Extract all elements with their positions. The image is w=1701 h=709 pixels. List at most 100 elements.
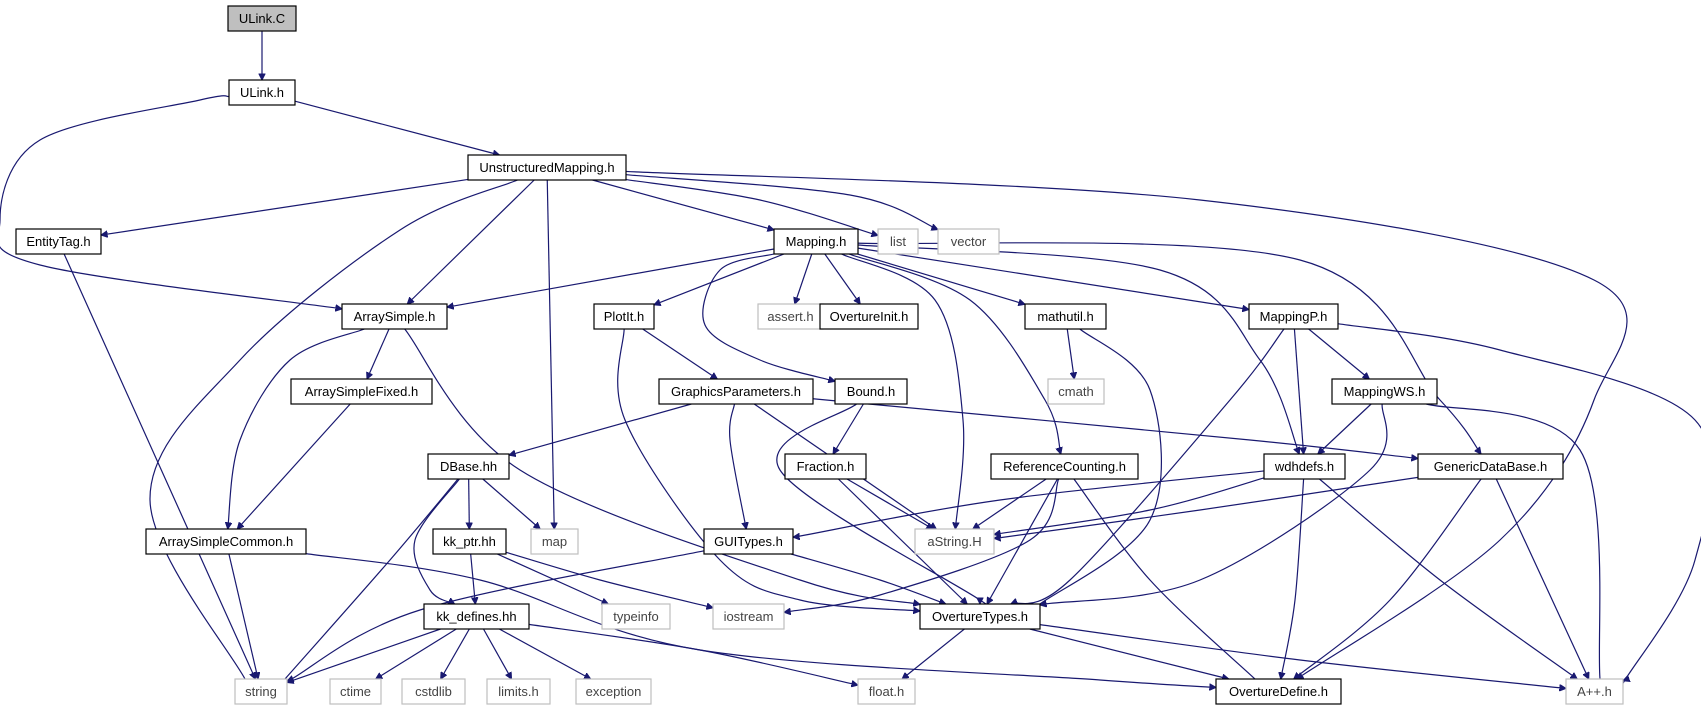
node-mathutil-h[interactable]: mathutil.h (1024, 303, 1107, 330)
edge-unstructuredmapping_h-to-vector (625, 174, 938, 230)
edge-bound_h-to-overturetypes_h (776, 403, 996, 612)
node-wdhdefs-h[interactable]: wdhdefs.h (1263, 453, 1346, 480)
edge-dbase_hh-to-map (482, 478, 540, 529)
node-map[interactable]: map (530, 528, 579, 555)
node-cmath[interactable]: cmath (1047, 378, 1105, 405)
node-box (1565, 678, 1624, 705)
node-label: MappingWS.h (1344, 384, 1426, 399)
node-label: PlotIt.h (604, 309, 644, 324)
node-box (530, 528, 579, 555)
node-label: assert.h (767, 309, 813, 324)
edge-genericdatabase_h-to-astring_h (981, 476, 1419, 540)
node-entitytag-h[interactable]: EntityTag.h (15, 228, 102, 255)
node-box (914, 528, 995, 555)
edge-genericdatabase_h-to-overturedefine_h (1294, 478, 1482, 679)
edge-mapping_h-to-mappingp_h (857, 247, 1249, 309)
node-label: ArraySimpleFixed.h (305, 384, 418, 399)
node-label: string (245, 684, 277, 699)
node-label: DBase.hh (440, 459, 497, 474)
node-label: UnstructuredMapping.h (479, 160, 614, 175)
edge-mapping_h-to-bound_h (702, 253, 835, 381)
edge-overturetypes_h-to-float_h (902, 628, 965, 679)
edge-dbase_hh-to-string (276, 478, 459, 689)
edge-wdhdefs_h-to-overturedefine_h (1281, 478, 1305, 679)
node-overtureinit-h[interactable]: OvertureInit.h (819, 303, 919, 330)
edge-plotit_h-to-graphicsparameters_h (642, 328, 718, 379)
edge-unstructuredmapping_h-to-list (625, 178, 878, 236)
node-plotit-h[interactable]: PlotIt.h (593, 303, 655, 330)
edge-mappingws_h-to-overturetypes_h (1031, 403, 1388, 606)
node-cstdlib[interactable]: cstdlib (401, 678, 466, 705)
node-box (877, 228, 919, 255)
edge-mappingws_h-to-aplusplus_h (1426, 403, 1601, 697)
node-arraysimplecommon-h[interactable]: ArraySimpleCommon.h (145, 528, 307, 555)
node-string[interactable]: string (234, 678, 288, 705)
edge-mapping_h-to-plotit_h (654, 253, 785, 305)
node-aplusplus-h[interactable]: A++.h (1565, 678, 1624, 705)
node-box (145, 528, 307, 555)
node-box (427, 453, 510, 480)
node-ulink-h[interactable]: ULink.h (228, 79, 296, 106)
node-mapping-h[interactable]: Mapping.h (773, 228, 859, 255)
node-box (401, 678, 466, 705)
node-bound-h[interactable]: Bound.h (834, 378, 908, 405)
file-nodes: ULink.C ULink.hUnstructuredMapping.hEntit… (15, 5, 1624, 705)
node-box (919, 603, 1041, 630)
edge-unstructuredmapping_h-to-entitytag_h (101, 178, 469, 235)
node-ctime[interactable]: ctime (329, 678, 382, 705)
edge-referencecounting_h-to-overturedefine_h (1073, 478, 1264, 687)
edge-mapping_h-to-overtureinit_h (824, 253, 860, 304)
node-referencecounting-h[interactable]: ReferenceCounting.h (990, 453, 1139, 480)
edge-mappingws_h-to-wdhdefs_h (1318, 403, 1372, 454)
node-label: ULink.h (240, 85, 284, 100)
node-label: MappingP.h (1260, 309, 1328, 324)
node-label: mathutil.h (1037, 309, 1093, 324)
node-ulink-c[interactable]: ULink.C (227, 5, 297, 32)
edge-kk_defines_hh-to-cstdlib (441, 628, 470, 679)
node-assert-h[interactable]: assert.h (757, 303, 824, 330)
edge-kk_defines_hh-to-string (287, 628, 441, 682)
node-label: list (890, 234, 906, 249)
node-overturedefine-h[interactable]: OvertureDefine.h (1215, 678, 1342, 705)
edge-dbase_hh-to-kk_defines_hh (413, 478, 460, 604)
node-float-h[interactable]: float.h (857, 678, 916, 705)
edge-kk_defines_hh-to-exception (499, 628, 590, 679)
node-unstructuredmapping-h[interactable]: UnstructuredMapping.h (467, 154, 627, 181)
node-vector[interactable]: vector (937, 228, 1000, 255)
edge-fraction_h-to-astring_h (846, 478, 933, 529)
node-box (467, 154, 627, 181)
node-box (1024, 303, 1107, 330)
node-mappingws-h[interactable]: MappingWS.h (1331, 378, 1438, 405)
node-box (773, 228, 859, 255)
node-arraysimple-h[interactable]: ArraySimple.h (341, 303, 448, 330)
node-fraction-h[interactable]: Fraction.h (784, 453, 867, 480)
node-typeinfo[interactable]: typeinfo (601, 603, 671, 630)
node-kk-ptr-hh[interactable]: kk_ptr.hh (432, 528, 507, 555)
node-genericdatabase-h[interactable]: GenericDataBase.h (1417, 453, 1564, 480)
node-label: aString.H (927, 534, 981, 549)
node-kk-defines-hh[interactable]: kk_defines.hh (423, 603, 530, 630)
node-list[interactable]: list (877, 228, 919, 255)
node-arraysimplefixed-h[interactable]: ArraySimpleFixed.h (290, 378, 433, 405)
node-dbase-hh[interactable]: DBase.hh (427, 453, 510, 480)
node-overturetypes-h[interactable]: OvertureTypes.h (919, 603, 1041, 630)
node-label: ArraySimple.h (354, 309, 436, 324)
node-graphicsparameters-h[interactable]: GraphicsParameters.h (658, 378, 814, 405)
node-exception[interactable]: exception (575, 678, 652, 705)
node-box (703, 528, 794, 555)
node-mappingp-h[interactable]: MappingP.h (1248, 303, 1339, 330)
node-limits-h[interactable]: limits.h (486, 678, 551, 705)
node-box (784, 453, 867, 480)
node-label: map (542, 534, 567, 549)
node-astring-h[interactable]: aString.H (914, 528, 995, 555)
node-label: OvertureDefine.h (1229, 684, 1328, 699)
node-box (601, 603, 671, 630)
edge-unstructuredmapping_h-to-overturedefine_h (625, 170, 1628, 679)
node-box (432, 528, 507, 555)
edge-mappingp_h-to-wdhdefs_h (1293, 328, 1303, 454)
node-box (1263, 453, 1346, 480)
node-iostream[interactable]: iostream (712, 603, 785, 630)
node-box (1047, 378, 1105, 405)
edge-kk_ptr_hh-to-iostream (505, 551, 713, 608)
node-guitypes-h[interactable]: GUITypes.h (703, 528, 794, 555)
